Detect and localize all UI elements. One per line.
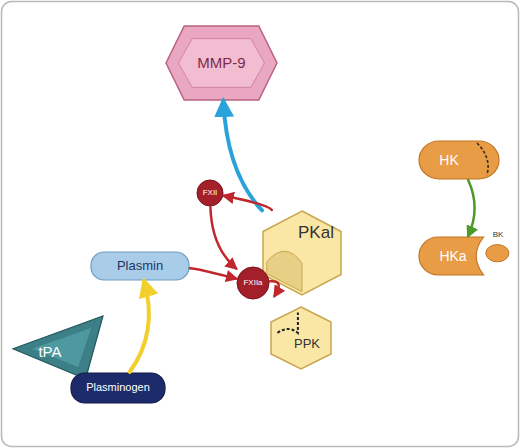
protease-gem: MMP-9 — [165, 25, 278, 101]
reaction-arrow — [224, 196, 272, 210]
kininogen-box: HK — [418, 140, 500, 180]
kallikrein-hexagon-outline — [262, 210, 342, 296]
node-label: tPA — [38, 344, 61, 360]
reaction-arrow — [130, 281, 149, 372]
node-label: FXII — [203, 189, 218, 197]
node-label: Plasminogen — [86, 382, 150, 394]
prekallikrein-hexagon: PPK — [270, 306, 332, 370]
plasminogen-box: Plasminogen — [70, 372, 166, 404]
node-label: PPK — [294, 337, 320, 351]
factor-circle: FXIIa — [236, 266, 270, 300]
reaction-arrow — [210, 207, 236, 268]
tpa-triangle: tPA — [12, 315, 104, 380]
reaction-arrow — [190, 268, 236, 278]
kininogen-box-outline — [418, 140, 500, 180]
kallikrein-hexagon: PKal — [262, 210, 342, 296]
node-label: MMP-9 — [197, 55, 245, 71]
plasmin-box: Plasmin — [90, 251, 190, 281]
node-label: FXIIa — [243, 279, 262, 287]
node-label: HK — [439, 153, 458, 168]
factor-circle: FXII — [196, 179, 224, 207]
node-label: Plasmin — [117, 259, 163, 273]
reaction-arrow — [270, 281, 279, 296]
bradykinin-oval: BK — [482, 228, 514, 264]
reaction-arrow — [468, 180, 474, 236]
node-label: BK — [493, 231, 504, 239]
reaction-arrow — [223, 101, 262, 210]
node-label: HKa — [439, 249, 466, 264]
node-label: PKal — [298, 224, 334, 242]
